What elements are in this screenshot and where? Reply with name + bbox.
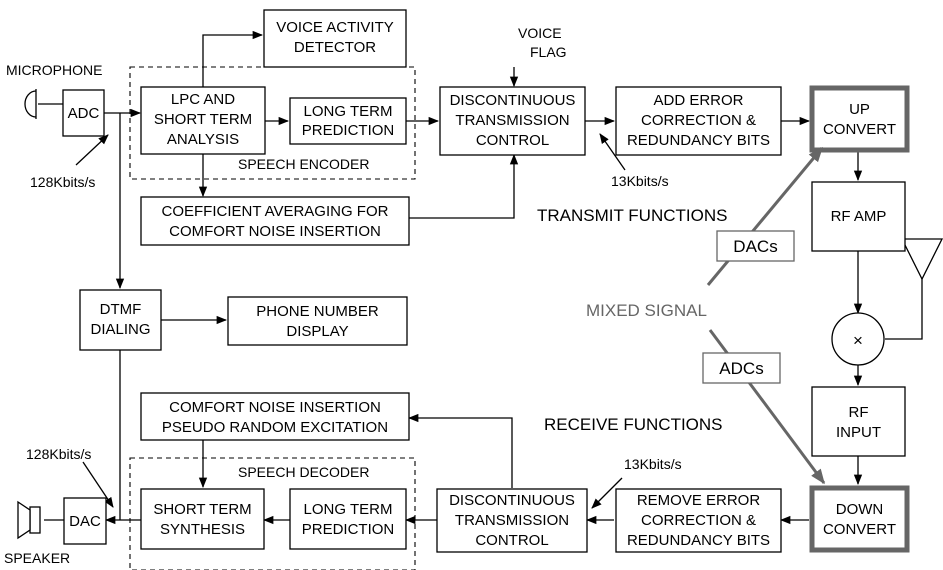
- svg-text:REMOVE ERROR: REMOVE ERROR: [637, 492, 761, 509]
- svg-text:LONG TERM: LONG TERM: [304, 501, 393, 518]
- dtmf-block: DTMF DIALING: [79, 289, 162, 351]
- svg-text:VOICE ACTIVITY: VOICE ACTIVITY: [276, 19, 394, 36]
- phone-display-block: PHONE NUMBER DISPLAY: [227, 296, 408, 346]
- dtx-tx-block: DISCONTINUOUS TRANSMISSION CONTROL: [439, 86, 586, 156]
- speech-encoder-group: [129, 66, 416, 180]
- voice-flag-label-2: FLAG: [530, 44, 567, 60]
- dac-label: DAC: [69, 513, 101, 530]
- vad-block: VOICE ACTIVITY DETECTOR: [263, 9, 407, 68]
- rate-tx-in-label: 128Kbits/s: [30, 174, 95, 190]
- dac-block: DAC: [63, 497, 107, 545]
- ltp-tx-block: LONG TERM PREDICTION: [289, 97, 407, 145]
- svg-text:LPC AND: LPC AND: [171, 91, 235, 108]
- svg-text:ADD ERROR: ADD ERROR: [653, 92, 743, 109]
- speaker-label: SPEAKER: [4, 550, 70, 566]
- svg-text:ANALYSIS: ANALYSIS: [167, 131, 239, 148]
- svg-text:REDUNDANCY BITS: REDUNDANCY BITS: [627, 132, 770, 149]
- svg-text:UP: UP: [849, 101, 870, 118]
- mixer: ×: [831, 312, 885, 366]
- svg-text:RF: RF: [849, 404, 869, 421]
- mixer-symbol: ×: [853, 331, 863, 350]
- rf-amp-block: RF AMP: [811, 181, 906, 252]
- svg-text:REDUNDANCY BITS: REDUNDANCY BITS: [627, 532, 770, 549]
- up-convert-block: UP CONVERT: [809, 85, 910, 153]
- voice-flag-label-1: VOICE: [518, 25, 562, 41]
- sts-block: SHORT TERM SYNTHESIS: [140, 488, 265, 550]
- signal-wires: [38, 30, 923, 525]
- svg-text:CONVERT: CONVERT: [823, 121, 896, 138]
- svg-text:CORRECTION &: CORRECTION &: [641, 512, 756, 529]
- rate-tx-out-label: 13Kbits/s: [611, 173, 669, 189]
- receive-functions-label: RECEIVE FUNCTIONS: [544, 415, 723, 434]
- svg-text:ADCs: ADCs: [719, 359, 763, 378]
- microphone-icon: [24, 89, 37, 119]
- dtx-rx-block: DISCONTINUOUS TRANSMISSION CONTROL: [436, 488, 588, 553]
- speech-decoder-label: SPEECH DECODER: [238, 464, 369, 480]
- transmit-functions-label: TRANSMIT FUNCTIONS: [537, 206, 727, 225]
- svg-text:PREDICTION: PREDICTION: [302, 521, 395, 538]
- svg-text:COMFORT NOISE INSERTION: COMFORT NOISE INSERTION: [169, 399, 381, 416]
- svg-text:DISCONTINUOUS: DISCONTINUOUS: [449, 492, 575, 509]
- svg-text:DISPLAY: DISPLAY: [286, 323, 348, 340]
- microphone-label: MICROPHONE: [6, 62, 102, 78]
- svg-text:LONG TERM: LONG TERM: [304, 103, 393, 120]
- add-ecc-block: ADD ERROR CORRECTION & REDUNDANCY BITS: [615, 86, 782, 156]
- svg-text:RF AMP: RF AMP: [831, 208, 887, 225]
- comfort-noise-block: COMFORT NOISE INSERTION PSEUDO RANDOM EX…: [140, 392, 410, 441]
- svg-text:CONVERT: CONVERT: [823, 521, 896, 538]
- svg-text:DIALING: DIALING: [90, 321, 150, 338]
- remove-ecc-block: REMOVE ERROR CORRECTION & REDUNDANCY BIT…: [615, 488, 782, 553]
- dacs-box: DACs: [716, 230, 795, 262]
- adcs-box: ADCs: [702, 352, 781, 384]
- svg-text:SHORT TERM: SHORT TERM: [154, 111, 252, 128]
- svg-text:TRANSMISSION: TRANSMISSION: [455, 112, 569, 129]
- svg-text:SYNTHESIS: SYNTHESIS: [160, 521, 245, 538]
- adc-label: ADC: [68, 105, 100, 122]
- rate-rx-out-label: 128Kbits/s: [26, 446, 91, 462]
- coef-avg-block: COEFFICIENT AVERAGING FOR COMFORT NOISE …: [140, 196, 410, 246]
- svg-text:SHORT TERM: SHORT TERM: [153, 501, 251, 518]
- mixed-signal-label: MIXED SIGNAL: [586, 301, 707, 320]
- adc-block: ADC: [62, 89, 105, 137]
- svg-text:PSEUDO RANDOM EXCITATION: PSEUDO RANDOM EXCITATION: [162, 419, 388, 436]
- rf-input-block: RF INPUT: [811, 386, 906, 457]
- ltp-rx-block: LONG TERM PREDICTION: [289, 488, 407, 550]
- svg-text:COMFORT NOISE INSERTION: COMFORT NOISE INSERTION: [169, 223, 381, 240]
- svg-text:INPUT: INPUT: [836, 424, 881, 441]
- rate-rx-in-label: 13Kbits/s: [624, 456, 682, 472]
- svg-text:DISCONTINUOUS: DISCONTINUOUS: [450, 92, 576, 109]
- svg-text:CORRECTION &: CORRECTION &: [641, 112, 756, 129]
- lpc-block: LPC AND SHORT TERM ANALYSIS: [140, 86, 266, 155]
- svg-text:DACs: DACs: [733, 237, 777, 256]
- speech-encoder-label: SPEECH ENCODER: [238, 156, 369, 172]
- svg-text:CONTROL: CONTROL: [476, 132, 549, 149]
- svg-text:TRANSMISSION: TRANSMISSION: [455, 512, 569, 529]
- mixed-signal-lines: [706, 146, 826, 485]
- down-convert-block: DOWN CONVERT: [809, 485, 910, 553]
- svg-text:DOWN: DOWN: [836, 501, 884, 518]
- svg-text:PHONE NUMBER: PHONE NUMBER: [256, 303, 379, 320]
- speech-decoder-group: [129, 457, 416, 570]
- svg-text:DETECTOR: DETECTOR: [294, 39, 376, 56]
- svg-text:COEFFICIENT AVERAGING FOR: COEFFICIENT AVERAGING FOR: [162, 203, 389, 220]
- svg-text:CONTROL: CONTROL: [475, 532, 548, 549]
- svg-text:DTMF: DTMF: [100, 301, 142, 318]
- antenna-icon: [900, 238, 943, 281]
- svg-text:PREDICTION: PREDICTION: [302, 122, 395, 139]
- speaker-icon: [17, 500, 41, 540]
